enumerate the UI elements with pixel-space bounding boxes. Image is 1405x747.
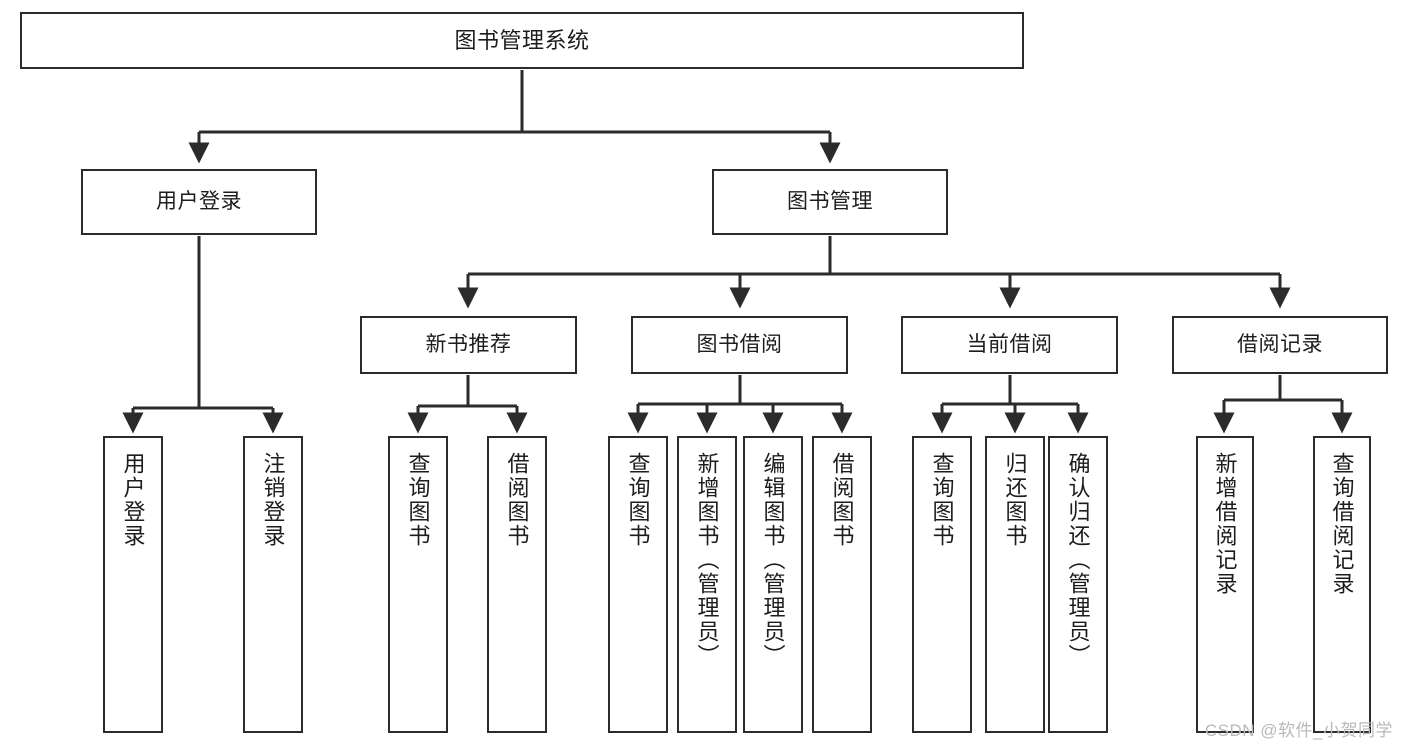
node-leaf-add-book-admin[interactable]: 新增图书（管理员）	[677, 436, 737, 733]
node-leaf-borrow-query-book-label: 查询图书	[625, 452, 651, 548]
node-new-book-recommend[interactable]: 新书推荐	[360, 316, 577, 374]
node-leaf-return-book-label: 归还图书	[1002, 452, 1028, 548]
node-book-management[interactable]: 图书管理	[712, 169, 948, 235]
node-borrow-record[interactable]: 借阅记录	[1172, 316, 1388, 374]
node-leaf-current-query-book-label: 查询图书	[929, 452, 955, 548]
node-leaf-borrow-query-book[interactable]: 查询图书	[608, 436, 668, 733]
node-leaf-user-login-label: 用户登录	[120, 452, 146, 548]
csdn-watermark: CSDN @软件_小贺同学	[1204, 721, 1393, 740]
node-leaf-query-borrow-record[interactable]: 查询借阅记录	[1313, 436, 1371, 733]
node-current-borrow-label: 当前借阅	[966, 332, 1053, 356]
node-book-management-label: 图书管理	[787, 189, 873, 213]
node-new-book-recommend-label: 新书推荐	[425, 332, 512, 356]
node-leaf-confirm-return-admin-label: 确认归还（管理员）	[1065, 452, 1091, 668]
node-leaf-borrow-book[interactable]: 借阅图书	[812, 436, 872, 733]
node-user-login[interactable]: 用户登录	[81, 169, 317, 235]
node-leaf-logout-label: 注销登录	[260, 452, 286, 548]
node-user-login-label: 用户登录	[156, 189, 242, 213]
node-leaf-newbook-borrow-book-label: 借阅图书	[504, 452, 530, 548]
node-root-label: 图书管理系统	[454, 27, 590, 53]
node-leaf-query-borrow-record-label: 查询借阅记录	[1329, 452, 1355, 596]
node-leaf-newbook-query-book[interactable]: 查询图书	[388, 436, 448, 733]
node-borrow-record-label: 借阅记录	[1237, 332, 1323, 356]
node-leaf-edit-book-admin[interactable]: 编辑图书（管理员）	[743, 436, 803, 733]
node-book-borrow-label: 图书借阅	[696, 332, 783, 356]
node-book-borrow[interactable]: 图书借阅	[631, 316, 848, 374]
node-current-borrow[interactable]: 当前借阅	[901, 316, 1118, 374]
node-leaf-return-book[interactable]: 归还图书	[985, 436, 1045, 733]
node-leaf-add-borrow-record-label: 新增借阅记录	[1212, 452, 1238, 596]
node-leaf-add-book-admin-label: 新增图书（管理员）	[694, 452, 720, 668]
node-leaf-current-query-book[interactable]: 查询图书	[912, 436, 972, 733]
node-leaf-user-login[interactable]: 用户登录	[103, 436, 163, 733]
node-leaf-add-borrow-record[interactable]: 新增借阅记录	[1196, 436, 1254, 733]
node-leaf-newbook-query-book-label: 查询图书	[405, 452, 431, 548]
node-leaf-borrow-book-label: 借阅图书	[829, 452, 855, 548]
node-root[interactable]: 图书管理系统	[20, 12, 1024, 69]
node-leaf-newbook-borrow-book[interactable]: 借阅图书	[487, 436, 547, 733]
node-leaf-edit-book-admin-label: 编辑图书（管理员）	[760, 452, 786, 668]
node-leaf-confirm-return-admin[interactable]: 确认归还（管理员）	[1048, 436, 1108, 733]
node-leaf-logout[interactable]: 注销登录	[243, 436, 303, 733]
